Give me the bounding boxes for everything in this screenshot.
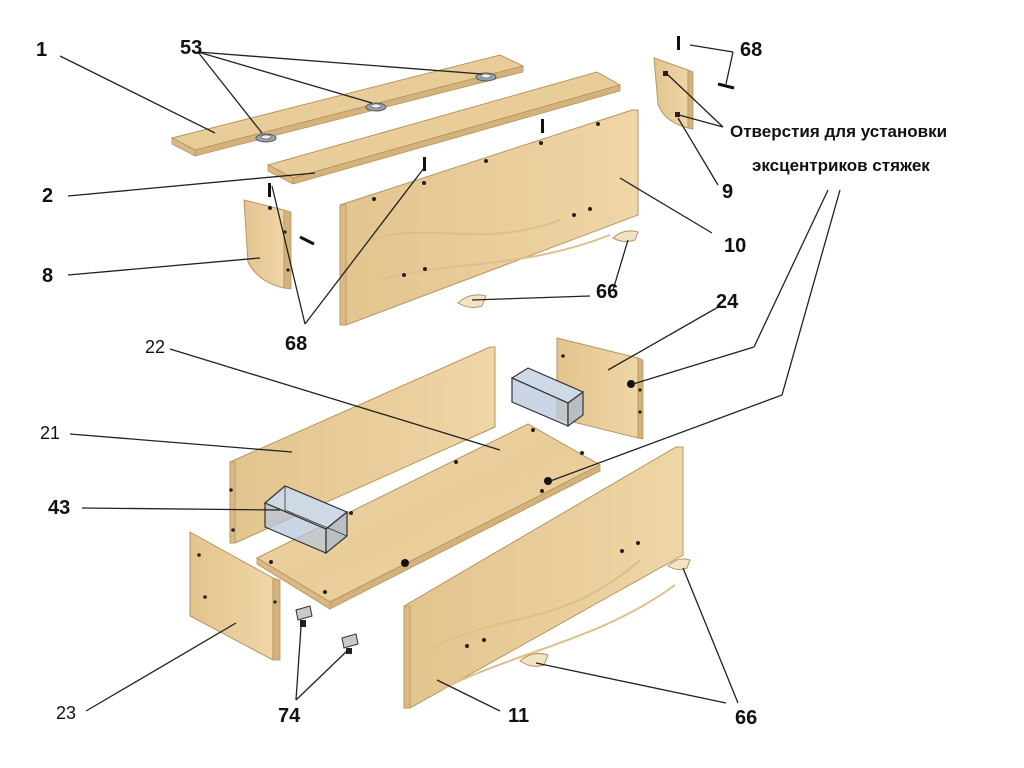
part-11-panel [403,446,684,709]
eccentric-fitting-53 [475,72,497,82]
callout-8: 8 [42,265,54,287]
part-23-side [189,531,281,661]
callout-68-top: 68 [740,39,763,61]
eccentric-fitting-53 [365,102,387,112]
callout-53: 53 [180,37,203,59]
glass-box [510,367,585,428]
part-1-top-board [170,54,525,157]
callout-22: 22 [145,337,166,357]
feet-66 [457,230,691,667]
callout-66-top: 66 [596,281,619,303]
part-10-panel [339,109,639,326]
part-22-board [255,423,602,610]
callout-24: 24 [716,291,739,313]
callout-2: 2 [42,185,54,207]
annotation-line-2: эксцентриков стяжек [752,156,930,175]
callout-43: 43 [48,497,71,519]
callout-68-mid: 68 [285,333,308,355]
leader-lines [59,44,841,712]
callout-10: 10 [724,235,747,257]
part-43-glass-box [263,485,349,555]
callout-1: 1 [36,39,48,61]
callout-23: 23 [56,703,77,723]
callout-66-bottom: 66 [735,707,758,729]
eccentric-fitting-53 [255,133,277,143]
part-9-side [653,57,694,130]
callout-9: 9 [722,181,734,203]
callout-11: 11 [508,705,530,727]
annotation-line-1: Отверстия для установки [730,122,948,141]
callout-74: 74 [278,705,301,727]
part-2-board [266,71,622,185]
callout-21: 21 [40,423,61,443]
dowels-68 [268,36,735,246]
part-8-side [243,199,292,290]
connectors-74 [295,605,359,654]
